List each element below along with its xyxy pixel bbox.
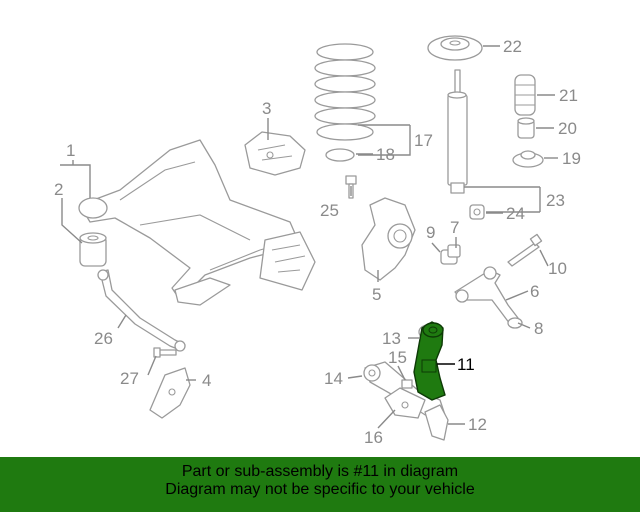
callout-24: 24 — [506, 204, 525, 223]
leader-lines — [60, 45, 558, 429]
stabilizer-bar-part — [97, 269, 186, 352]
callout-numbers: 1 2 3 4 5 6 7 8 9 10 11 12 13 14 15 16 1… — [54, 37, 581, 447]
callout-23: 23 — [546, 191, 565, 210]
insulator-part — [512, 150, 544, 168]
callout-1: 1 — [66, 141, 75, 160]
bolt-15-part — [401, 379, 413, 389]
callout-22: 22 — [503, 37, 522, 56]
callout-20: 20 — [558, 119, 577, 138]
callout-6: 6 — [530, 282, 539, 301]
bushing-part — [79, 232, 107, 267]
shock-bushing-part — [469, 204, 485, 220]
callout-21: 21 — [559, 86, 578, 105]
callout-15: 15 — [388, 348, 407, 367]
callout-4: 4 — [202, 371, 211, 390]
bolt-7-part — [447, 244, 461, 258]
callout-11: 11 — [457, 355, 475, 374]
callout-5: 5 — [372, 285, 381, 304]
bolt-10-part — [507, 233, 543, 267]
callout-12: 12 — [468, 415, 487, 434]
callout-7: 7 — [450, 218, 459, 237]
mount-bracket-part — [244, 131, 306, 176]
highlighted-part-11[interactable] — [413, 321, 446, 401]
shock-absorber-part — [447, 69, 468, 194]
callout-14: 14 — [324, 369, 343, 388]
callout-19: 19 — [562, 149, 581, 168]
parts-diagram: 1 2 3 4 5 6 7 8 9 10 11 12 13 14 15 16 1… — [54, 35, 581, 447]
arm-bushing-part — [507, 317, 523, 329]
bump-stop-part — [514, 74, 536, 116]
callout-3: 3 — [262, 99, 271, 118]
callout-8: 8 — [534, 319, 543, 338]
callout-16: 16 — [364, 428, 383, 447]
banner-line-2: Diagram may not be specific to your vehi… — [165, 481, 475, 498]
info-banner: Part or sub-assembly is #11 in diagram D… — [0, 457, 640, 512]
banner-line-1: Part or sub-assembly is #11 in diagram — [181, 463, 459, 480]
callout-9: 9 — [426, 223, 435, 242]
callout-10: 10 — [548, 259, 567, 278]
knuckle-part — [361, 197, 416, 281]
callout-18: 18 — [376, 145, 395, 164]
callout-13: 13 — [382, 329, 401, 348]
upper-control-arm-part — [454, 266, 519, 325]
ball-joint-part — [424, 404, 449, 441]
spring-seat-part — [325, 148, 355, 162]
callout-25: 25 — [320, 201, 339, 220]
callout-27: 27 — [120, 369, 139, 388]
callout-26: 26 — [94, 329, 113, 348]
callout-17: 17 — [414, 131, 433, 150]
bracket-4-part — [149, 367, 191, 419]
callout-2: 2 — [54, 180, 63, 199]
strut-mount-part — [427, 35, 483, 61]
upper-bushing-part — [517, 117, 535, 139]
bolt-27-part — [153, 347, 177, 358]
coil-spring-part — [314, 43, 376, 141]
subframe-part — [78, 139, 316, 306]
